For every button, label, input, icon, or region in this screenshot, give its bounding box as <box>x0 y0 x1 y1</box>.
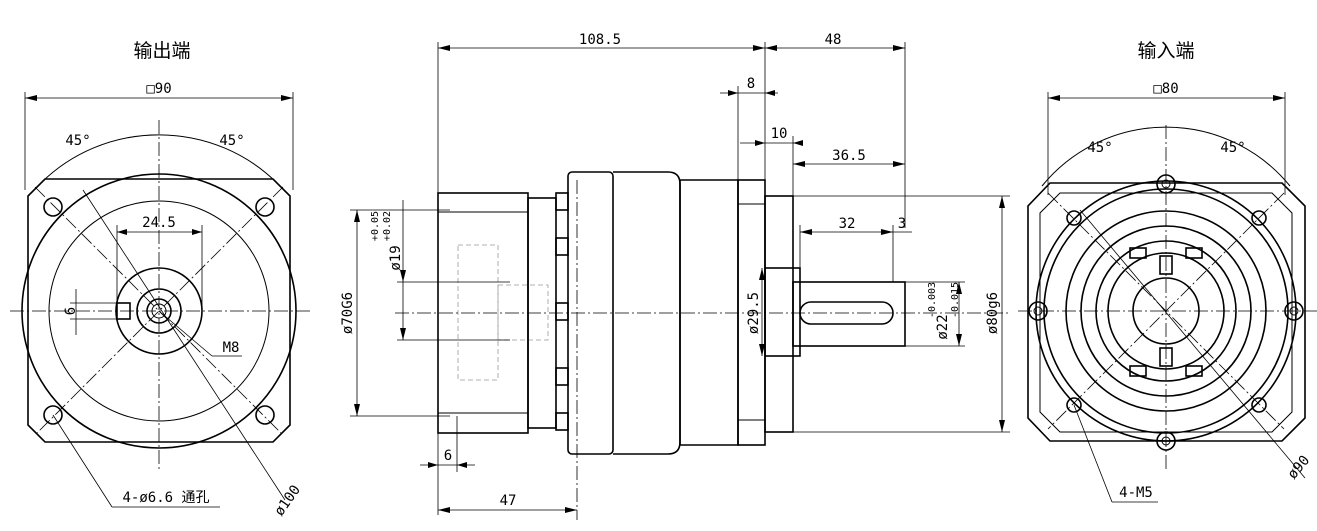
output-holes-label: 4-ø6.6 通孔 <box>122 490 209 506</box>
output-end-title: 输出端 <box>133 40 190 62</box>
side-spigot-dim: 10 <box>771 126 788 142</box>
side-spigot-left: ø70G6 <box>340 292 356 334</box>
side-key-offset: 3 <box>898 216 906 232</box>
output-flange-dim: □90 <box>146 81 171 97</box>
output-end-view: 输出端 □90 45° 45° <box>10 40 310 519</box>
input-angle-left: 45° <box>1087 140 1112 156</box>
side-shaft-length: 48 <box>825 32 842 48</box>
side-left-thk: 6 <box>444 448 452 464</box>
side-body-length: 108.5 <box>579 32 621 48</box>
side-shaft-tol-lower: -0.015 <box>950 282 961 318</box>
input-angle-right: 45° <box>1220 140 1245 156</box>
side-shaft-dia: ø22 <box>935 314 951 339</box>
input-pcd-label: ø90 <box>1285 453 1314 483</box>
input-flange-square <box>1027 182 1306 442</box>
side-bore-tol-upper: +0.05 <box>370 211 381 241</box>
output-angle-left: 45° <box>65 133 90 149</box>
output-key-dim: 24.5 <box>142 215 176 231</box>
side-bore: ø19 <box>388 245 404 270</box>
input-end-view: 输入端 □80 45° 45° <box>1018 40 1317 503</box>
side-neck-dia: ø29.5 <box>746 292 762 334</box>
side-view: 108.5 48 8 10 36.5 32 3 <box>340 32 1010 520</box>
side-pilot-dia: ø80g6 <box>985 292 1001 334</box>
side-left-len: 47 <box>500 493 517 509</box>
side-shaft-tol-upper: -0.003 <box>927 282 938 318</box>
side-bore-tol-lower: +0.02 <box>382 211 393 241</box>
side-key-len: 32 <box>839 216 856 232</box>
side-shaft-len: 36.5 <box>832 148 866 164</box>
output-angle-right: 45° <box>219 133 244 149</box>
output-bolt-holes <box>43 197 275 425</box>
output-shaft-dim: 6 <box>63 307 79 315</box>
side-flange-thk: 8 <box>747 76 755 92</box>
input-holes-label: 4-M5 <box>1119 485 1153 501</box>
input-flange-dim: □80 <box>1153 81 1178 97</box>
output-thread-label: M8 <box>223 340 240 356</box>
output-pcd-label: ø100 <box>272 482 304 519</box>
input-end-title: 输入端 <box>1137 40 1194 62</box>
